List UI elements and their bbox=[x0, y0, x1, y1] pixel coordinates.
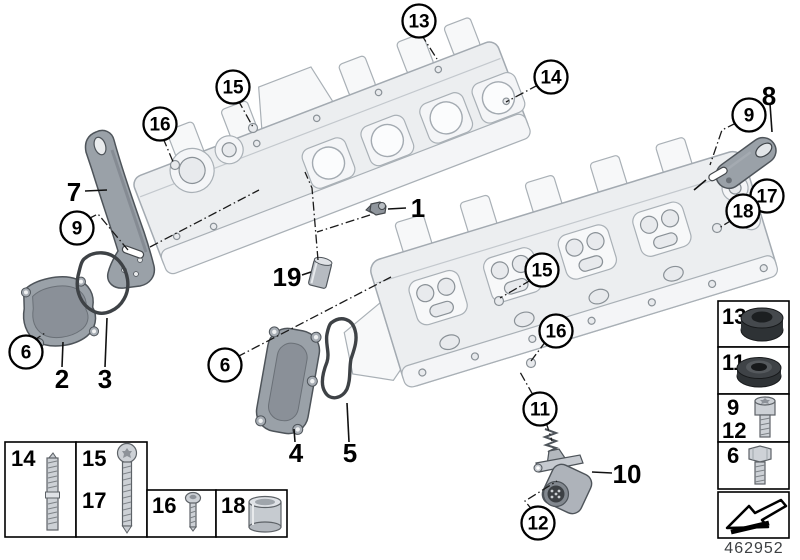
callout-number: 9 bbox=[72, 219, 83, 240]
part-1-plug bbox=[365, 201, 387, 216]
callout-15-right[interactable]: 15 bbox=[524, 252, 560, 288]
label-5[interactable]: 5 bbox=[343, 438, 357, 468]
callout-6-middle[interactable]: 6 bbox=[207, 347, 243, 383]
legend-number-6: 6 bbox=[727, 443, 739, 468]
callout-6-left[interactable]: 6 bbox=[8, 334, 44, 370]
callout-circle bbox=[59, 210, 95, 246]
callout-circle bbox=[725, 193, 761, 229]
part-19-dowel bbox=[308, 256, 333, 289]
hex-bolt-icon bbox=[748, 445, 772, 485]
callout-circle bbox=[215, 69, 251, 105]
callout-number: 9 bbox=[744, 106, 755, 127]
callout-number: 12 bbox=[527, 514, 548, 535]
cheese-head-screw-icon bbox=[754, 396, 776, 438]
callout-number: 16 bbox=[149, 115, 170, 136]
callout-number: 11 bbox=[530, 400, 551, 421]
legend-cell-16 bbox=[146, 489, 217, 538]
label-2[interactable]: 2 bbox=[55, 364, 69, 394]
callout-9-right[interactable]: 9 bbox=[731, 97, 767, 133]
legend-number-14: 14 bbox=[11, 446, 36, 471]
callout-circle bbox=[731, 97, 767, 133]
screw-9-right bbox=[708, 166, 728, 182]
part-3-gasket bbox=[75, 251, 130, 315]
part-7-support-bracket bbox=[84, 129, 156, 289]
left-cylinder-head bbox=[133, 17, 531, 275]
callout-circle bbox=[533, 59, 569, 95]
callout-16-right[interactable]: 16 bbox=[538, 313, 574, 349]
diagram-number: 462952 bbox=[724, 540, 783, 557]
label-7[interactable]: 7 bbox=[67, 177, 81, 207]
label-19[interactable]: 19 bbox=[273, 262, 302, 292]
legend-number-12: 12 bbox=[722, 418, 746, 443]
callout-13[interactable]: 13 bbox=[401, 3, 437, 39]
callout-number: 18 bbox=[732, 202, 753, 223]
part-5-gasket bbox=[320, 317, 358, 400]
callout-circle bbox=[207, 347, 243, 383]
stud-bolt-icon bbox=[45, 452, 60, 531]
legend-bottom-left: 14 15 17 16 18 bbox=[4, 441, 288, 538]
callout-number: 15 bbox=[222, 78, 244, 99]
label-10[interactable]: 10 bbox=[613, 459, 642, 489]
callout-circle bbox=[524, 252, 560, 288]
label-3[interactable]: 3 bbox=[98, 364, 112, 394]
callout-number: 6 bbox=[21, 343, 32, 364]
callout-16-left[interactable]: 16 bbox=[142, 106, 178, 142]
label-4[interactable]: 4 bbox=[289, 438, 304, 468]
part-8-lifting-bracket bbox=[715, 136, 777, 190]
callout-number: 17 bbox=[756, 187, 777, 208]
direction-arrow-icon bbox=[725, 498, 788, 535]
spacer-sleeve-icon bbox=[248, 495, 282, 533]
part-10-solenoid-valve bbox=[533, 428, 593, 515]
callout-circle bbox=[538, 313, 574, 349]
label-1[interactable]: 1 bbox=[411, 193, 425, 223]
shaft-seal-icon bbox=[736, 357, 782, 388]
legend-number-17: 17 bbox=[82, 488, 106, 513]
callout-18[interactable]: 18 bbox=[725, 193, 761, 229]
legend-number-18: 18 bbox=[221, 493, 245, 518]
sealing-cap-icon bbox=[740, 307, 784, 342]
callout-circle bbox=[142, 106, 178, 142]
callout-number: 14 bbox=[540, 68, 562, 89]
callout-number: 16 bbox=[545, 322, 566, 343]
callout-11[interactable]: 11 bbox=[522, 391, 558, 427]
callout-number: 15 bbox=[531, 261, 553, 282]
callout-circle bbox=[522, 391, 558, 427]
callout-circle bbox=[520, 505, 556, 541]
exhaust-ports bbox=[301, 72, 526, 189]
callout-9-left[interactable]: 9 bbox=[59, 210, 95, 246]
legend-right-column: 13 11 9 12 6 bbox=[717, 300, 790, 539]
callout-circle bbox=[401, 3, 437, 39]
screw-small-icon bbox=[184, 491, 202, 532]
leader-lines-solid bbox=[61, 103, 773, 474]
part-4-cover bbox=[255, 326, 322, 435]
callout-15-left[interactable]: 15 bbox=[215, 69, 251, 105]
legend-number-15: 15 bbox=[82, 446, 106, 471]
callout-12[interactable]: 12 bbox=[520, 505, 556, 541]
label-8[interactable]: 8 bbox=[762, 81, 776, 111]
callout-circle bbox=[8, 334, 44, 370]
torx-screw-long-icon bbox=[116, 442, 138, 534]
callout-number: 6 bbox=[220, 356, 231, 377]
target-bolts bbox=[169, 122, 723, 369]
legend-number-9: 9 bbox=[727, 395, 739, 420]
legend-cell-14 bbox=[4, 441, 77, 538]
legend-number-16: 16 bbox=[152, 493, 176, 518]
callout-14[interactable]: 14 bbox=[533, 59, 569, 95]
callout-number: 13 bbox=[408, 12, 429, 33]
